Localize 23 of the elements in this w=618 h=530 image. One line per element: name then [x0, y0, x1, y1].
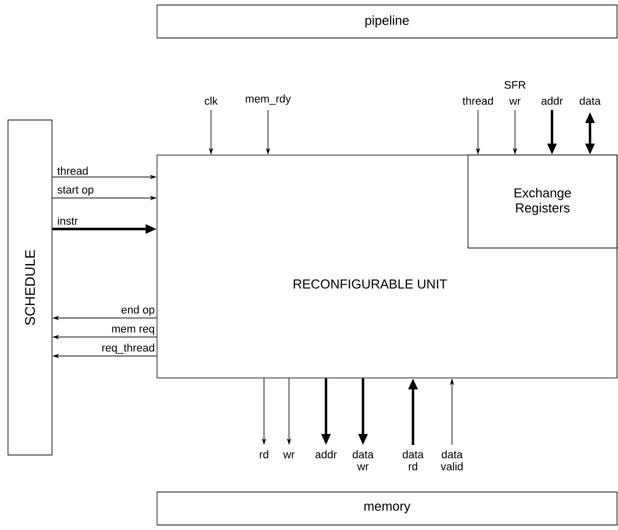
edge-label: clk: [204, 96, 218, 105]
pipeline-box: pipeline: [156, 4, 618, 38]
edge-label: wr: [283, 452, 295, 458]
edge-label: thread: [57, 166, 88, 175]
register-box: Exchange Registers: [468, 154, 618, 248]
edge-label: data valid: [440, 450, 463, 470]
edge-label: mem_rdy: [246, 94, 291, 105]
memory-box: memory: [156, 492, 618, 526]
edge-label: addr: [315, 450, 337, 458]
edge-label: data wr: [352, 450, 374, 470]
edge-label: wr: [509, 98, 521, 105]
edge-label: end op: [122, 306, 154, 316]
schedule-box: SCHEDULE: [8, 120, 52, 456]
edge-label: start op: [58, 186, 94, 196]
edge-label: data: [580, 96, 601, 105]
edge-label: thread: [462, 96, 493, 105]
edge-label: instr: [58, 216, 78, 225]
edge-label: data rd: [402, 450, 424, 470]
signal-label: SFR: [504, 81, 526, 89]
edge-label: addr: [541, 96, 563, 105]
edge-label: mem req: [112, 326, 154, 335]
edge-label: rd: [260, 450, 268, 458]
edge-label: req_thread: [102, 344, 154, 354]
